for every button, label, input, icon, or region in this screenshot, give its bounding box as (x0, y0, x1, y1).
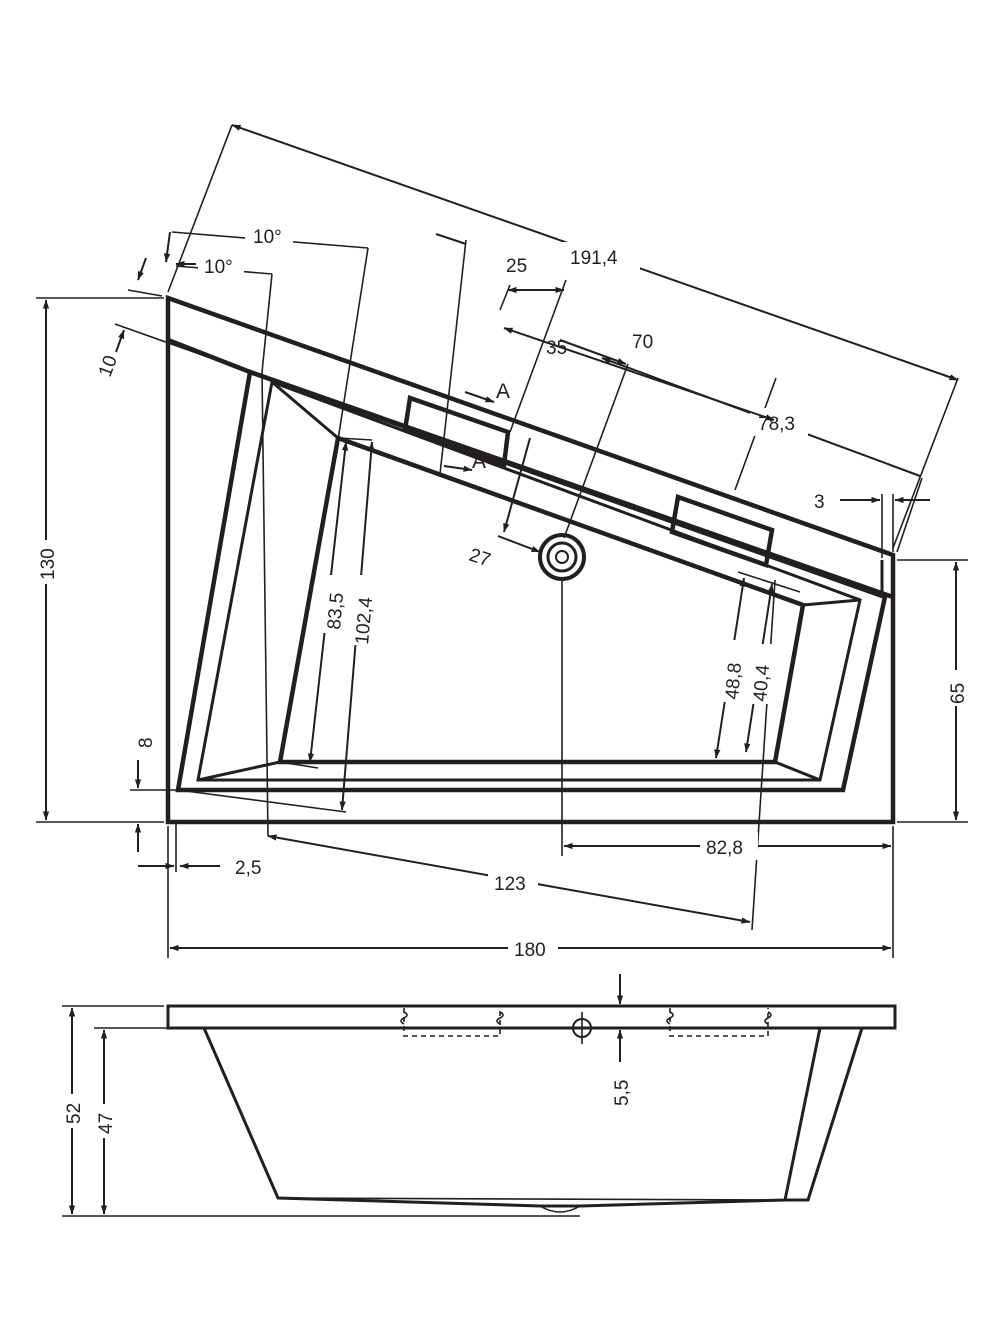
dim-right-inner-2-label: 40,4 (750, 663, 774, 702)
side-fixing-left (400, 1011, 408, 1025)
dim-rim-label: 5,5 (612, 1080, 633, 1106)
dim-line-70 (503, 327, 775, 421)
extension-line (279, 761, 319, 769)
section-label-a: A (496, 380, 510, 403)
label-bg (318, 575, 348, 633)
dim-height-inner-label: 47 (96, 1113, 117, 1134)
extension-line (896, 477, 923, 553)
extension-line (737, 571, 801, 593)
label-bg (346, 575, 376, 645)
dim-right-inner-1-label: 48,8 (722, 662, 746, 701)
extension-line (114, 323, 251, 373)
side-line (177, 371, 251, 791)
label-bg (198, 252, 244, 276)
corner-line (774, 760, 821, 782)
dim-arrow (497, 535, 541, 553)
dim-35-label: 35 (546, 338, 567, 359)
dim-right-side-label: 65 (948, 683, 969, 704)
dim-inner-depth-2-label: 83,5 (324, 592, 348, 631)
dim-27-label: 27 (466, 545, 493, 572)
headrest-left (402, 394, 511, 469)
side-drain-outlet (539, 1205, 581, 1213)
dim-arrow (137, 257, 147, 281)
label-bg (508, 934, 558, 962)
extension-line (499, 284, 511, 311)
side-view: 5,5 52 47 (56, 974, 897, 1217)
dim-bottom-inner-label: 123 (494, 874, 526, 895)
dim-arrow (503, 437, 531, 533)
side-headrest-right (669, 1008, 769, 1037)
extension-line (337, 437, 373, 441)
headrest-right (669, 493, 775, 569)
corner-line (802, 598, 861, 607)
dim-2-5-label: 2,5 (235, 858, 261, 879)
dim-25-label: 25 (506, 256, 527, 277)
extension-line (337, 247, 369, 441)
dim-8-label: 8 (136, 737, 157, 748)
side-body-bottom (277, 1197, 786, 1201)
section-cut-line (439, 239, 467, 475)
extension-line (563, 363, 629, 539)
dim-arrow (115, 329, 125, 353)
angle-inner-label: 10° (204, 257, 233, 278)
side-body-right (785, 1027, 864, 1202)
dim-70-label: 70 (632, 332, 653, 353)
extension-line (261, 371, 269, 837)
label-bg (700, 832, 758, 860)
plan-view: 191,4 10° 10° 10 130 8 2 (30, 124, 972, 962)
section-arrow (464, 391, 495, 403)
side-rim (166, 1004, 897, 1030)
dim-10-label: 10 (95, 353, 122, 380)
extension-line (509, 279, 567, 433)
side-line (197, 381, 273, 781)
side-fixing-right (666, 1011, 674, 1025)
label-bg (556, 242, 640, 270)
side-fixing-left (496, 1011, 504, 1025)
dim-3-label: 3 (814, 492, 825, 513)
label-bg (245, 222, 293, 246)
side-body-outline (202, 1027, 822, 1208)
label-bg (56, 1094, 86, 1128)
section-arrow (443, 465, 473, 472)
dim-inner-depth-1-label: 102,4 (352, 596, 377, 646)
side-overflow (572, 1012, 592, 1044)
dim-depth-label: 130 (38, 548, 59, 580)
label-bg (716, 640, 744, 702)
dim-drain-right-label: 82,8 (706, 838, 743, 859)
corner-line (271, 380, 339, 440)
extension-line (892, 377, 959, 549)
angle-outer-label: 10° (253, 227, 282, 248)
extension-line (261, 273, 273, 373)
side-headrest-left (403, 1008, 501, 1037)
extension-line (177, 789, 347, 813)
label-bg (744, 644, 772, 704)
label-bg (30, 540, 62, 584)
section-line (435, 233, 467, 245)
dim-long-side-label: 191,4 (570, 248, 618, 269)
tub-outer-outline (165, 294, 896, 825)
extension-line (127, 289, 163, 297)
dim-height-total-label: 52 (64, 1103, 85, 1124)
drain (538, 533, 586, 581)
label-bg (940, 670, 972, 706)
angle-arrow (164, 231, 171, 263)
label-bg (488, 868, 538, 896)
side-fixing-right (764, 1011, 772, 1025)
section-label-a: A (472, 450, 486, 473)
dim-arrow (559, 339, 627, 365)
label-bg (628, 326, 664, 352)
dim-width-label: 180 (514, 940, 546, 961)
label-bg (88, 1104, 118, 1138)
